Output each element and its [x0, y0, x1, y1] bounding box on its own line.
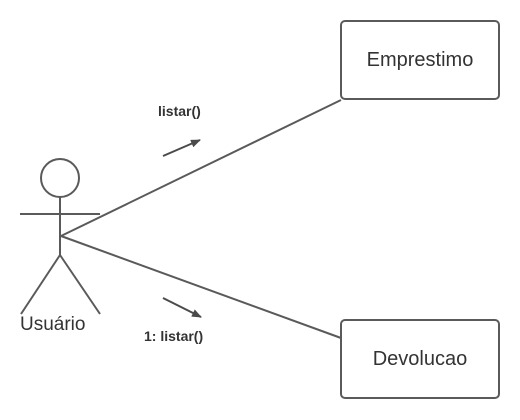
- actor-head: [40, 158, 80, 198]
- message-arrow-top: [162, 139, 201, 157]
- actor-figure: [20, 158, 101, 315]
- message-label-listar: listar(): [158, 103, 201, 119]
- class-box-devolucao[interactable]: Devolucao: [340, 319, 500, 399]
- class-label-emprestimo: Emprestimo: [366, 48, 474, 71]
- message-arrow-bottom: [162, 297, 202, 318]
- actor-right-leg: [59, 254, 101, 315]
- class-label-devolucao: Devolucao: [372, 347, 468, 370]
- association-line-devolucao: [60, 235, 342, 339]
- actor-left-leg: [20, 254, 61, 315]
- association-line-emprestimo: [60, 99, 342, 237]
- class-box-emprestimo[interactable]: Emprestimo: [340, 20, 500, 100]
- message-label-1-listar: 1: listar(): [144, 328, 204, 344]
- actor-label: Usuário: [20, 314, 86, 335]
